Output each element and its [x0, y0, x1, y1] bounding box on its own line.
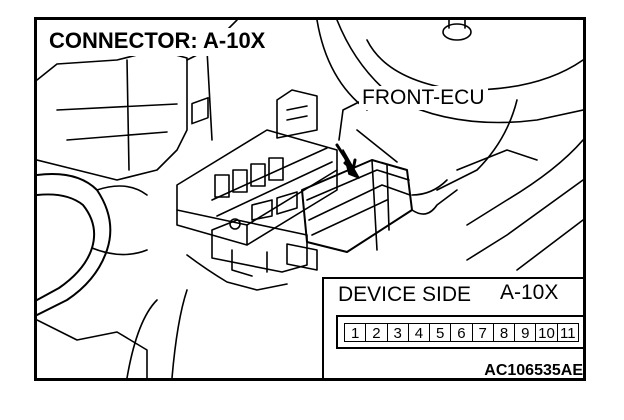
- connector-title: CONNECTOR: A-10X: [47, 28, 270, 56]
- pin-cell: 9: [515, 324, 537, 342]
- pin-cell: 11: [560, 325, 576, 342]
- pin-cell: 2: [366, 324, 388, 342]
- pin-cell: 3: [388, 324, 409, 342]
- figure-code: AC106535AE: [484, 362, 583, 379]
- front-ecu-label: FRONT-ECU: [359, 86, 488, 110]
- leader-line: [338, 101, 360, 141]
- engine-block-outline: [37, 49, 188, 181]
- connector-face: 1 2 3 4 5 6 7 8 9 10 11: [336, 315, 583, 349]
- reservoir-cap: [442, 23, 472, 41]
- hose-left: [37, 173, 112, 316]
- pin-cell: 5: [430, 324, 452, 342]
- device-side-panel: DEVICE SIDE A-10X 1 2 3 4 5 6 7 8 9 10 1…: [322, 277, 583, 379]
- pin-cell: 1: [345, 324, 367, 342]
- engine-bay-illustration: [37, 20, 583, 378]
- device-side-label: DEVICE SIDE: [338, 283, 472, 306]
- figure-frame: CONNECTOR: A-10X FRONT-ECU DEVICE SIDE A…: [34, 17, 586, 381]
- pin-cell: 7: [473, 324, 494, 342]
- reservoir-body: [366, 39, 583, 91]
- connector-id: A-10X: [500, 281, 559, 304]
- pin-cell: 8: [494, 324, 516, 342]
- pin-cell: 6: [451, 324, 473, 342]
- pin-cell: 4: [409, 324, 431, 342]
- fuse-box: [176, 129, 338, 226]
- pin-cell: 10: [536, 324, 558, 342]
- pin-row: 1 2 3 4 5 6 7 8 9 10 11: [344, 323, 579, 342]
